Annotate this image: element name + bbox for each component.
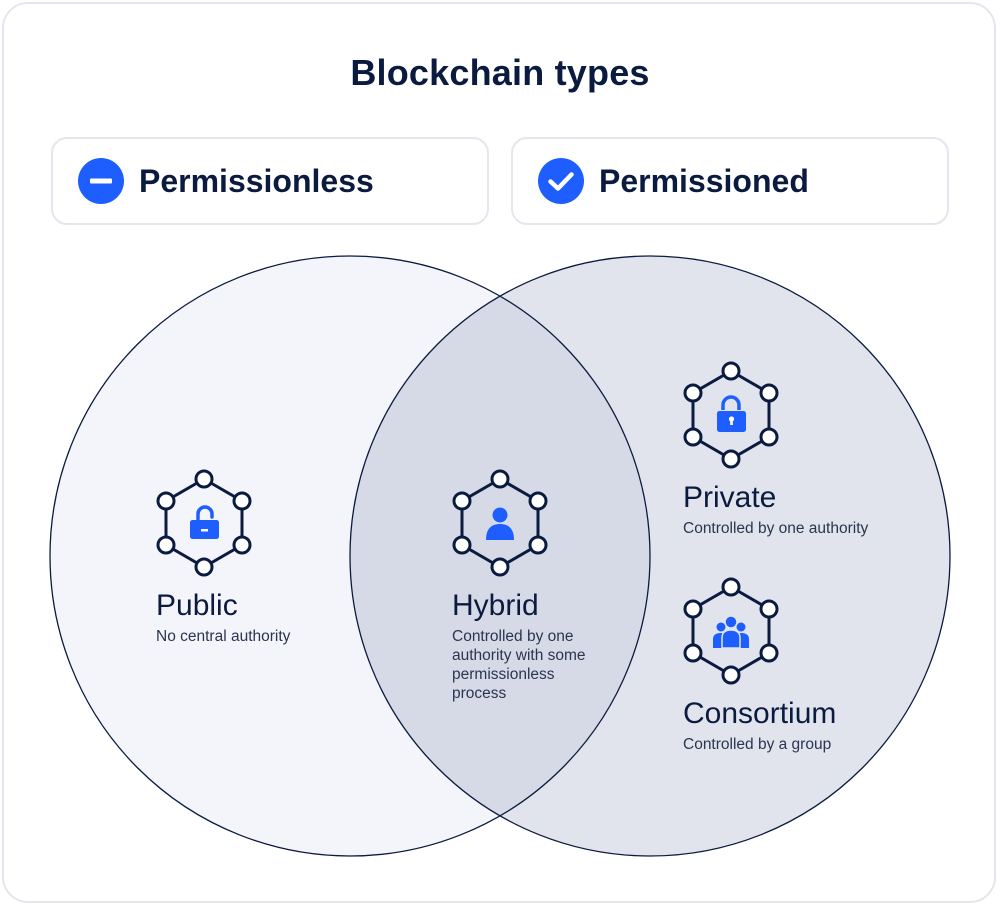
permissionless-pill: Permissionless [51,137,489,225]
consortium-block: Consortium Controlled by a group [683,697,836,754]
private-title: Private [683,481,777,514]
permissioned-pill: Permissioned [511,137,949,225]
public-description: No central authority [156,628,291,645]
permissionless-label: Permissionless [139,162,374,199]
private-block: Private Controlled by one authority [683,481,868,538]
permissioned-label: Permissioned [599,162,809,199]
check-circle-icon [538,158,584,204]
person-icon [486,507,514,540]
hybrid-title: Hybrid [452,589,539,622]
overlap-region [350,256,650,856]
page-title: Blockchain types [350,52,650,93]
unlocked-padlock-icon [190,505,219,539]
group-icon [713,615,749,649]
public-title: Public [156,589,238,622]
public-network-icon [156,469,252,577]
hybrid-description: Controlled by one authority with some pe… [452,628,586,702]
public-block: Public No central authority [156,589,290,646]
consortium-network-icon [683,577,779,685]
consortium-title: Consortium [683,697,837,730]
consortium-description: Controlled by a group [683,736,832,753]
locked-padlock-icon [717,395,746,432]
private-network-icon [683,361,779,469]
minus-circle-icon [78,158,124,204]
private-description: Controlled by one authority [683,520,869,537]
hybrid-block: Hybrid Controlled by one authority with … [452,589,586,703]
hybrid-network-icon [452,469,548,577]
